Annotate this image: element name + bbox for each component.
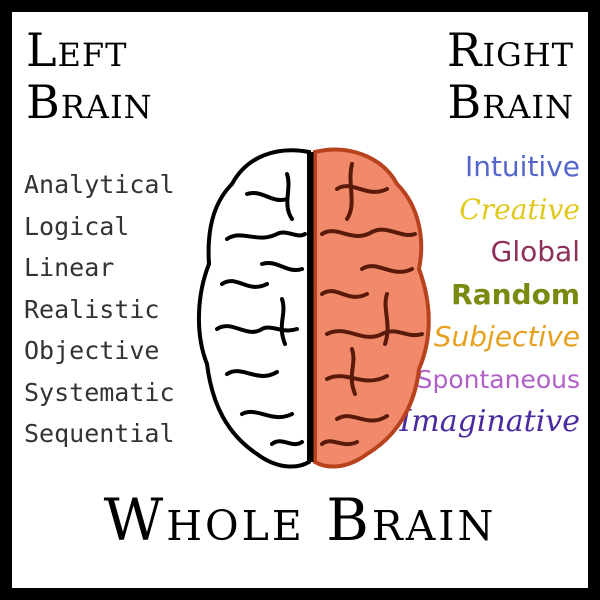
right-trait: Global bbox=[490, 235, 580, 268]
left-trait: Systematic bbox=[24, 377, 175, 407]
right-traits-list: Intuitive Creative Global Random Subject… bbox=[399, 146, 580, 444]
left-trait: Sequential bbox=[24, 419, 175, 448]
right-hemisphere bbox=[313, 147, 431, 469]
left-title-line1: Left bbox=[26, 23, 128, 77]
left-trait: Objective bbox=[24, 336, 160, 365]
infographic: Left Brain Right Brain Analytical Logica… bbox=[12, 12, 588, 588]
left-trait: Realistic bbox=[24, 294, 160, 324]
left-hemisphere bbox=[196, 148, 311, 469]
right-trait: Intuitive bbox=[464, 150, 580, 183]
left-trait: Analytical bbox=[24, 170, 175, 199]
left-traits-list: Analytical Logical Linear Realistic Obje… bbox=[24, 164, 175, 455]
left-trait: Logical bbox=[24, 211, 130, 241]
right-trait: Subjective bbox=[433, 320, 580, 353]
right-brain-title: Right Brain bbox=[447, 24, 574, 128]
right-trait: Spontaneous bbox=[416, 364, 580, 394]
whole-brain-title: Whole Brain bbox=[103, 486, 497, 554]
right-title-line1: Right bbox=[446, 23, 574, 77]
right-trait: Creative bbox=[459, 192, 580, 226]
right-trait: Imaginative bbox=[399, 404, 580, 439]
left-title-line2: Brain bbox=[26, 75, 153, 129]
right-title-line2: Brain bbox=[447, 75, 574, 129]
left-brain-title: Left Brain bbox=[26, 24, 153, 128]
brain-illustration bbox=[196, 147, 431, 469]
right-trait: Random bbox=[451, 277, 580, 311]
left-trait: Linear bbox=[24, 253, 115, 282]
